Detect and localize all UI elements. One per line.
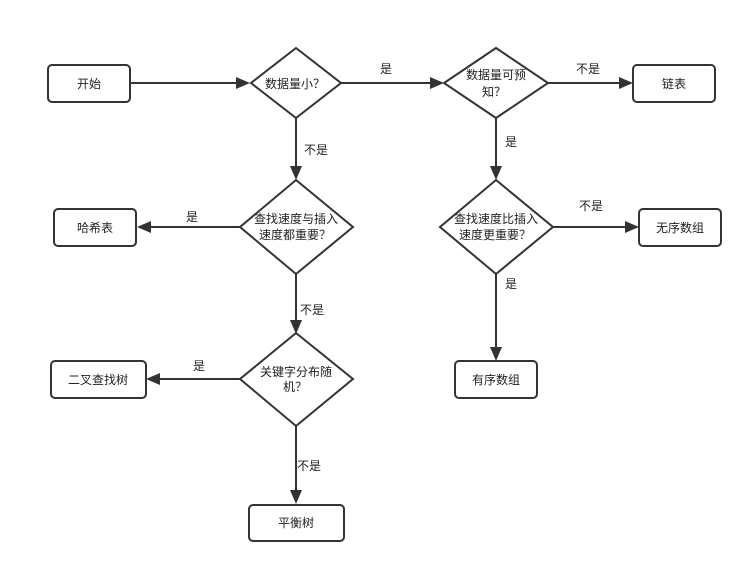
node-balanced-tree-label: 平衡树 (278, 515, 314, 530)
edge-predict-to-linked-list (548, 77, 633, 89)
node-linked-list-label: 链表 (662, 76, 686, 91)
edge-label-search-faster-no: 不是 (579, 199, 603, 213)
edge-search-insert-to-hash-table (137, 221, 240, 233)
edge-search-insert-to-random (290, 274, 302, 334)
node-start: 开始 (47, 64, 131, 103)
decision-data-small-label: 数据量小？ (265, 76, 325, 91)
edge-label-small-no: 不是 (304, 143, 328, 157)
decision-key-random: 关键字分布随 机？ (238, 331, 355, 428)
node-binary-search-tree: 二叉查找树 (50, 360, 147, 399)
edge-label-search-insert-no: 不是 (300, 303, 324, 317)
edge-search-faster-to-unordered-array (553, 221, 639, 233)
decision-search-faster-label-line1: 查找速度比插入 (454, 211, 538, 226)
edge-label-random-no: 不是 (297, 459, 321, 473)
edge-label-predict-yes: 是 (505, 135, 517, 149)
decision-key-random-label-line1: 关键字分布随 (260, 364, 332, 379)
decision-data-predictable: 数据量可预 知？ (442, 46, 550, 120)
edge-predict-to-search-faster (490, 118, 502, 180)
decision-search-insert-label-line1: 查找速度与插入 (254, 211, 338, 226)
edge-random-to-bst (146, 373, 240, 385)
decision-search-insert-label-line2: 速度都重要？ (259, 227, 331, 242)
decision-search-faster: 查找速度比插入 速度更重要？ (438, 178, 555, 276)
edge-search-faster-to-ordered-array (490, 274, 502, 361)
edge-label-random-yes: 是 (193, 359, 205, 373)
decision-key-random-label-line2: 机？ (283, 380, 307, 394)
edge-random-to-balanced-tree (290, 426, 302, 504)
decision-data-predictable-label-line2: 知？ (482, 85, 506, 99)
edge-label-search-insert-yes: 是 (186, 210, 198, 224)
edge-label-small-yes: 是 (380, 62, 392, 76)
node-hash-table: 哈希表 (53, 208, 137, 247)
edge-label-search-faster-yes: 是 (505, 277, 517, 291)
node-ordered-array: 有序数组 (454, 360, 538, 399)
node-linked-list: 链表 (632, 64, 716, 103)
node-unordered-array-label: 无序数组 (656, 220, 704, 235)
decision-search-insert-important: 查找速度与插入 速度都重要？ (238, 178, 355, 276)
node-hash-table-label: 哈希表 (77, 220, 113, 235)
decision-search-faster-label-line2: 速度更重要？ (459, 227, 531, 242)
node-balanced-tree: 平衡树 (248, 504, 345, 542)
edge-small-to-search-insert (290, 118, 302, 180)
node-binary-search-tree-label: 二叉查找树 (68, 372, 128, 387)
decision-data-small: 数据量小？ (249, 46, 343, 120)
decision-data-predictable-label-line1: 数据量可预 (466, 67, 526, 82)
node-unordered-array: 无序数组 (638, 208, 722, 247)
edge-label-predict-no: 不是 (576, 62, 600, 76)
node-start-label: 开始 (77, 77, 101, 91)
edge-small-to-predict (341, 77, 444, 89)
edge-start-to-small (130, 77, 250, 89)
node-ordered-array-label: 有序数组 (472, 372, 520, 387)
